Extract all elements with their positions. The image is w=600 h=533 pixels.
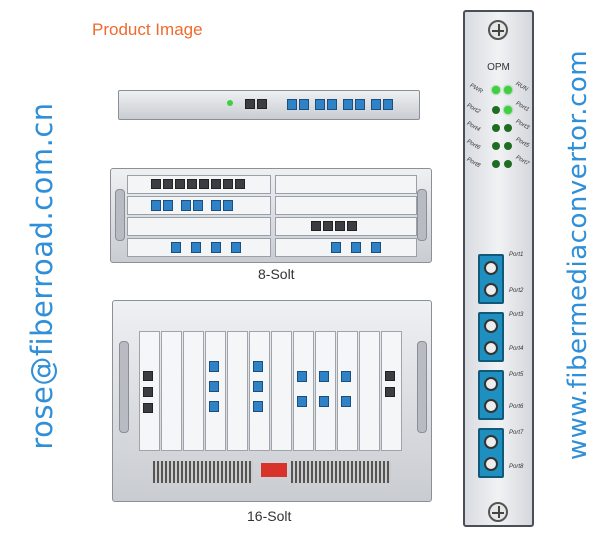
port-led — [492, 124, 500, 132]
led-label: Port3 — [514, 118, 530, 132]
port-led — [504, 106, 512, 114]
port-led — [492, 106, 500, 114]
led-label: Port6 — [465, 138, 481, 152]
email-watermark: rose@fiberroad.com.cn — [25, 102, 59, 450]
product-image-title: Product Image — [92, 20, 203, 39]
fiber-port-pair — [478, 428, 504, 478]
fiber-port-pair — [478, 312, 504, 362]
port-led — [504, 124, 512, 132]
port-label: Port2 — [509, 288, 524, 294]
port-led — [504, 160, 512, 168]
opm-card-image: OPM PWR RUN Port2 Port1 Port4 Port3 Port… — [463, 10, 534, 527]
port-label: Port3 — [509, 312, 524, 318]
led-label: Port5 — [514, 136, 530, 150]
led-label: Port7 — [514, 154, 530, 168]
led-label: Port4 — [465, 120, 481, 134]
website-watermark: www.fibermediaconvertor.com — [563, 49, 593, 461]
pwr-led — [492, 86, 500, 94]
port-label: Port5 — [509, 372, 524, 378]
port-label: Port7 — [509, 430, 524, 436]
caption-16-slot: 16-Solt — [247, 508, 292, 524]
screw-icon — [488, 502, 508, 522]
port-led — [504, 142, 512, 150]
led-label: PWR — [468, 82, 484, 96]
port-label: Port8 — [509, 464, 524, 470]
port-label: Port4 — [509, 346, 524, 352]
port-led — [492, 160, 500, 168]
screw-icon — [488, 20, 508, 40]
led-label: Port1 — [514, 100, 530, 114]
caption-8-slot: 8-Solt — [258, 266, 295, 282]
led-label: Port8 — [465, 156, 481, 170]
run-led — [504, 86, 512, 94]
fiber-port-pair — [478, 370, 504, 420]
port-label: Port6 — [509, 404, 524, 410]
card-name: OPM — [487, 62, 510, 73]
port-label: Port1 — [509, 252, 524, 258]
led-label: RUN — [514, 81, 529, 93]
chassis-8-slot-image — [110, 168, 432, 263]
rack-1u-image — [118, 90, 420, 120]
led-label: Port2 — [465, 102, 481, 116]
chassis-16-slot-image — [112, 300, 432, 502]
port-led — [492, 142, 500, 150]
fiber-port-pair — [478, 254, 504, 304]
